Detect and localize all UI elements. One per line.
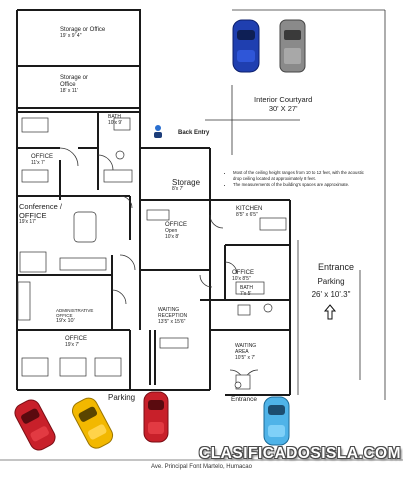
door-arc — [119, 254, 136, 271]
room-dims: 18' x 11' — [60, 87, 78, 94]
room-dims: 19'x 17' — [19, 219, 36, 226]
room-dims: 8'x 7' — [172, 186, 184, 193]
room-dims: 10'x 9' — [108, 119, 123, 126]
room-name: OFFICE — [65, 336, 87, 342]
entrance-parking-sub: Parking 26' x 10'.3" — [306, 277, 356, 299]
reception-desk — [159, 337, 189, 349]
room-dims: 11'x 7' — [31, 159, 45, 166]
back-entry-label: Back Entry — [178, 130, 210, 136]
door-arc — [111, 289, 127, 305]
room-dims: 13'5" x 15'6" — [158, 318, 186, 325]
note-item: The measurements of the building's space… — [233, 182, 372, 188]
room-name: KITCHEN — [236, 206, 263, 212]
room-name: Storage or Office — [60, 27, 106, 33]
room-label-bath2: BATH 7'x 5' — [240, 285, 253, 298]
room-label-waiting-area: WAITING AREA 10'5" x 7' — [235, 343, 265, 361]
door-arc — [119, 195, 133, 209]
desk — [59, 257, 107, 271]
entrance-parking-label: Entrance — [314, 262, 358, 272]
bath-fixture — [113, 117, 131, 131]
desk — [59, 357, 87, 377]
room-dims: 19' x 9' 4" — [60, 32, 82, 39]
car-yellow-icon — [71, 397, 114, 449]
room-name: Conference / OFFICE — [19, 202, 62, 220]
room-label-conference: Conference / OFFICE 19'x 17' — [19, 202, 69, 226]
door-arc — [224, 261, 238, 275]
notes: Most of the ceiling height ranges from 1… — [226, 170, 372, 187]
exterior-wall-top — [17, 9, 141, 148]
address: Ave. Principal Font Martelo, Humacao — [151, 464, 252, 470]
room-dims: 10'5" x 7' — [235, 354, 256, 361]
bath-fixture — [237, 304, 251, 316]
parking-dims: 26' x 10'.3" — [311, 290, 351, 300]
room-label-office-open: OFFICE Open 10'x 8' — [165, 222, 187, 240]
conference-table — [73, 211, 97, 243]
room-name: BATH — [108, 114, 121, 120]
room-name: ADMINISTRATIVE OFFICE — [56, 308, 94, 319]
room-name: BATH — [240, 285, 253, 291]
room-label-admin: ADMINISTRATIVE OFFICE 19'x 10' — [56, 308, 106, 325]
room-name: WAITING RECEPTION — [158, 307, 188, 319]
car-gray-icon — [279, 19, 306, 73]
room-dims: 19'x 7' — [65, 341, 80, 348]
room-label-waiting-reception: WAITING RECEPTION 13'5" x 15'6" — [158, 307, 196, 325]
room-name: Storage — [172, 178, 201, 187]
door-arc — [199, 274, 213, 288]
car-red-icon — [143, 391, 169, 443]
room-dims: 8'5" x 6'5" — [236, 211, 258, 218]
kitchen-counter — [259, 217, 287, 231]
room-name: WAITING AREA — [235, 343, 257, 355]
room-name: Storage or Office — [60, 75, 89, 88]
room-name: OFFICE — [31, 154, 53, 160]
arrow-up-icon — [323, 304, 337, 320]
room-sub: Open — [165, 227, 178, 234]
room-name: OFFICE — [232, 270, 254, 276]
room-label-storage2: Storage or Office 18' x 11' — [60, 75, 100, 95]
room-label-office1: OFFICE 11'x 7' — [31, 154, 53, 167]
car-blue-icon — [232, 19, 260, 73]
plant — [234, 381, 242, 389]
parking-sub: Parking — [317, 277, 345, 286]
courtyard-dims: 30' X 27' — [268, 103, 298, 113]
room-label-storage1: Storage or Office 19' x 9' 4" — [60, 27, 105, 40]
room-name: OFFICE — [165, 222, 187, 228]
courtyard-label: Interior Courtyard 30' X 27' — [254, 95, 313, 113]
note-item: Most of the ceiling height ranges from 1… — [233, 170, 372, 182]
parking-label: Parking — [108, 393, 136, 402]
room-dims: 10'x 8' — [165, 233, 180, 240]
room-dims: 10'x 8'5" — [232, 275, 251, 282]
room-label-office3: OFFICE 19'x 7' — [65, 336, 87, 349]
desk — [103, 169, 133, 183]
entrance-title: Entrance — [317, 262, 355, 272]
toilet — [263, 303, 273, 313]
room-label-office2: OFFICE 10'x 8'5" — [232, 270, 254, 283]
desk — [235, 281, 265, 295]
desk — [19, 251, 47, 273]
door-arc — [209, 214, 224, 229]
door-arc — [59, 147, 79, 167]
room-dims: 19'x 10' — [56, 318, 75, 325]
room-label-bath1: BATH 10'x 9' — [108, 114, 123, 127]
desk — [21, 117, 49, 133]
brand-watermark: CLASIFICADOSISLA.COM — [199, 445, 402, 462]
door-arc — [97, 154, 114, 171]
person-icon — [154, 125, 162, 138]
desk — [21, 169, 49, 183]
room-label-kitchen: KITCHEN 8'5" x 6'5" — [236, 206, 262, 219]
entrance-label: Entrance — [231, 396, 258, 403]
desk — [17, 281, 31, 321]
room-label-storage-center: Storage 8'x 7' — [172, 178, 200, 193]
room-dims: 7'x 5' — [240, 290, 252, 297]
car-red-icon — [14, 399, 56, 451]
chair — [115, 150, 125, 160]
wall-mid-top — [17, 111, 210, 149]
desk — [146, 209, 170, 221]
courtyard-name: Interior Courtyard — [254, 95, 313, 104]
desk — [21, 357, 49, 377]
desk — [94, 357, 122, 377]
car-lightblue-icon — [263, 396, 290, 446]
